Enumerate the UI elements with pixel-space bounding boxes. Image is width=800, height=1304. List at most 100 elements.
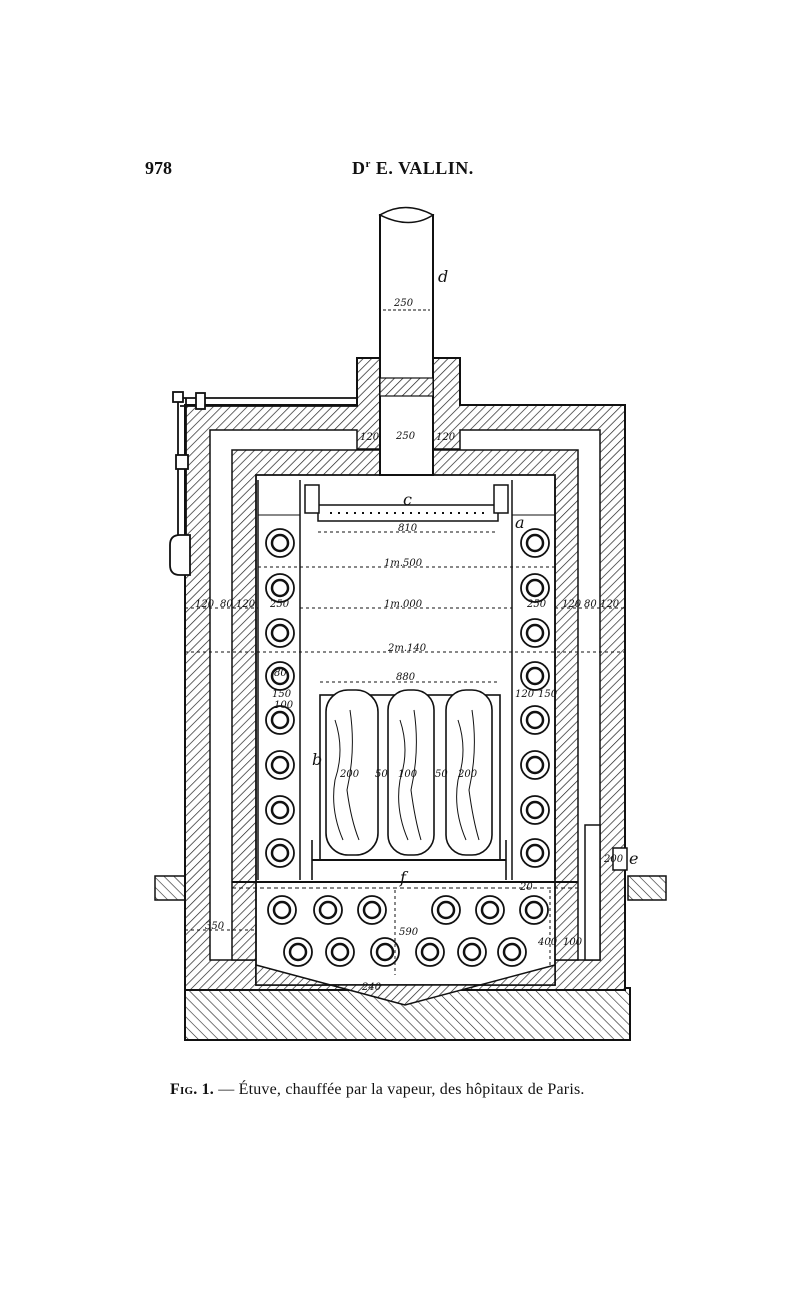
dim-grid-gap: 20 (519, 882, 533, 893)
dim-vent: 100 (563, 937, 583, 948)
external-valve-piping (169, 391, 358, 576)
dim-roll-c: 200 (457, 769, 478, 780)
steam-pipe (520, 618, 550, 648)
dim-span-2m140: 2m.140 (387, 643, 427, 654)
steam-pipe (265, 795, 295, 825)
steam-pipe-bore (525, 623, 545, 643)
label-a: a (515, 513, 525, 532)
steam-pipe (475, 895, 505, 925)
steam-pipe (520, 661, 550, 691)
right-coil-column (511, 480, 556, 880)
steam-pipe-bore (270, 843, 290, 863)
author-sup: r (365, 158, 371, 170)
steam-pipe (265, 573, 295, 603)
dim-pipe-spacing-right-b: 150 (538, 689, 558, 700)
steam-pipe-bore (525, 710, 545, 730)
steam-pipe-bore (436, 900, 456, 920)
steam-pipe (265, 528, 295, 558)
label-d: d (438, 267, 448, 286)
steam-pipe (520, 750, 550, 780)
dim-roll-b: 100 (398, 769, 418, 780)
dim-pipe-spacing-right-a: 120 (515, 689, 535, 700)
caption-fig-label: Fig. 1. (170, 1081, 215, 1098)
dim-drain: 200 (603, 854, 624, 865)
label-c: c (403, 490, 412, 509)
chimney-d (378, 206, 435, 476)
steam-pipe (497, 937, 527, 967)
steam-pipe-bore (420, 942, 440, 962)
dim-span-1m000: 1m.000 (384, 599, 423, 610)
dim-collar-left: 120 (360, 432, 380, 443)
dim-pipe-spacing-left: 150 (272, 689, 292, 700)
dim-wall-right-mid: 80 (584, 599, 597, 610)
steam-pipe-bore (270, 533, 290, 553)
steam-pipe (520, 795, 550, 825)
author-prefix: D (352, 158, 366, 178)
dim-wall-right-inner: 120 (562, 599, 582, 610)
left-steam-pipes (265, 528, 295, 868)
dim-chimney-width: 250 (393, 298, 414, 309)
dim-span-1m500: 1m.500 (384, 558, 423, 569)
steam-pipe-bore (502, 942, 522, 962)
steam-pipe (431, 895, 461, 925)
floor-grate-f (232, 881, 578, 889)
dim-base-depth: 590 (399, 927, 419, 938)
author-name: E. VALLIN. (370, 158, 474, 178)
dim-rail-width: 810 (398, 523, 418, 534)
steam-pipe-bore (525, 843, 545, 863)
steam-pipe (415, 937, 445, 967)
drain-e (584, 824, 628, 961)
figure-caption: Fig. 1. — Étuve, chauffée par la vapeur,… (170, 1081, 585, 1099)
dim-wall-left-mid: 80 (220, 599, 233, 610)
steam-pipe (370, 937, 400, 967)
label-f: f (399, 868, 409, 887)
dim-base-right: 400 (537, 937, 558, 948)
page-number: 978 (145, 158, 172, 178)
steam-pipe-bore (272, 900, 292, 920)
steam-pipe (283, 937, 313, 967)
dim-gap-a: 50 (375, 769, 388, 780)
steam-pipe (520, 838, 550, 868)
steam-pipe-bore (362, 900, 382, 920)
dim-wall-left-outer: 120 (195, 599, 215, 610)
steam-pipe (325, 937, 355, 967)
dim-wall-left-inner: 120 (236, 599, 256, 610)
steam-pipe-bore (270, 578, 290, 598)
dim-coil-left: 250 (269, 599, 290, 610)
label-b: b (312, 750, 322, 769)
dim-carriage-width: 880 (396, 672, 416, 683)
steam-pipe-bore (462, 942, 482, 962)
steam-pipe-bore (270, 755, 290, 775)
steam-pipe (265, 838, 295, 868)
steam-pipe-bore (525, 800, 545, 820)
steam-pipe (313, 895, 343, 925)
steam-pipe (457, 937, 487, 967)
steam-pipe (520, 573, 550, 603)
steam-pipe-bore (270, 800, 290, 820)
steam-pipe (265, 705, 295, 735)
dim-chimney-throat: 250 (395, 431, 416, 442)
running-head: Dr E. VALLIN. (352, 158, 474, 179)
dim-roll-a: 200 (339, 769, 360, 780)
dim-pipe-diam: 80 (274, 668, 287, 679)
steam-pipe (265, 618, 295, 648)
left-coil-column (257, 480, 301, 880)
steam-pipe (265, 750, 295, 780)
steam-pipe-bore (524, 900, 544, 920)
caption-text: — Étuve, chauffée par la vapeur, des hôp… (214, 1081, 585, 1098)
right-steam-pipes (520, 528, 550, 868)
dim-gap-b: 50 (435, 769, 448, 780)
dim-base-left: 350 (205, 921, 225, 932)
steam-pipe (267, 895, 297, 925)
steam-pipe (519, 895, 549, 925)
steam-pipe-bore (480, 900, 500, 920)
steam-pipe (357, 895, 387, 925)
steam-pipe (520, 705, 550, 735)
steam-pipe-bore (270, 666, 290, 686)
steam-pipe-bore (288, 942, 308, 962)
dim-coil-right: 250 (526, 599, 547, 610)
steam-pipe (265, 661, 295, 691)
dim-bottom-slab: 240 (361, 982, 382, 993)
carriage-with-bedding-rolls (311, 689, 507, 880)
